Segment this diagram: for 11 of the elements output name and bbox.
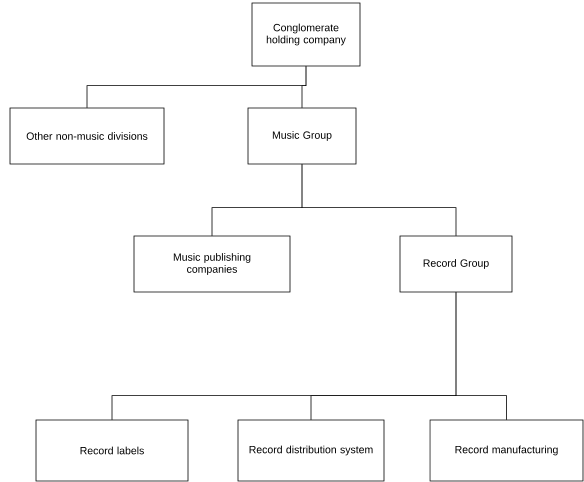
connector-line (456, 292, 507, 420)
org-box: Record manufacturing (430, 420, 584, 482)
org-box: Conglomerate holding company (252, 2, 360, 66)
org-box: Record Group (400, 236, 512, 292)
connector-line (302, 66, 306, 108)
connector-line (302, 164, 456, 236)
org-box: Music publishing companies (134, 236, 290, 292)
org-box: Other non-music divisions (10, 108, 164, 164)
org-box: Music Group (248, 108, 356, 164)
org-box: Record labels (36, 420, 188, 482)
org-box: Record distribution system (238, 420, 384, 482)
